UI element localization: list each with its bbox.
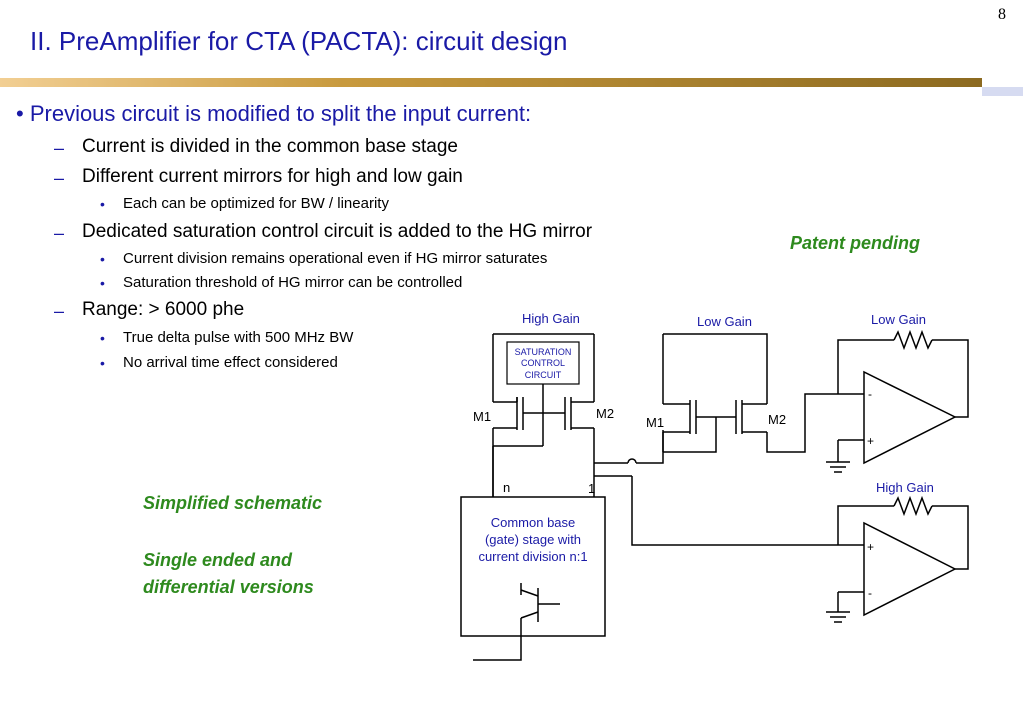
bullet-sub4-item1: True delta pulse with 500 MHz BW xyxy=(123,329,354,346)
dash-icon: – xyxy=(54,138,65,158)
bullet-dot-icon: • xyxy=(100,251,105,267)
bullet-sub1: Current is divided in the common base st… xyxy=(82,136,458,157)
bullet-sub3-item1: Current division remains operational eve… xyxy=(123,250,548,267)
title-underline-bar xyxy=(0,78,982,87)
cb-label-line1: Common base xyxy=(491,515,576,530)
hg-minus-label: - xyxy=(868,586,872,600)
lg-minus-label: - xyxy=(868,387,872,401)
bullet-main-text: Previous circuit is modified to split th… xyxy=(29,101,532,126)
low-gain-mid-label: Low Gain xyxy=(697,314,752,329)
saturation-control-box xyxy=(506,341,580,385)
versions-note-line1: Single ended and xyxy=(143,550,293,570)
simplified-note: Simplified schematic xyxy=(143,493,323,513)
m1-right-label: M1 xyxy=(646,415,664,430)
hg-plus-label: + xyxy=(867,540,874,554)
bullet-sub4: Range: > 6000 phe xyxy=(82,299,245,320)
high-gain-right-label: High Gain xyxy=(876,480,934,495)
bullet-sub2: Different current mirrors for high and l… xyxy=(82,166,463,187)
low-gain-right-label: Low Gain xyxy=(871,312,926,327)
bullet-sub4-item2: No arrival time effect considered xyxy=(123,354,338,371)
low-gain-opamp xyxy=(863,370,957,465)
bullet-dot-icon: • xyxy=(100,275,105,291)
bullet-sub3-item2: Saturation threshold of HG mirror can be… xyxy=(123,274,463,291)
lg-mirror xyxy=(662,333,864,453)
m2-left-label: M2 xyxy=(596,406,614,421)
hg-mirror xyxy=(492,333,664,497)
sat-label-line2: CONTROL xyxy=(521,358,565,368)
sat-label-line3: CIRCUIT xyxy=(525,370,562,380)
lg-plus-label: + xyxy=(867,434,874,448)
common-base-block xyxy=(460,496,606,637)
sat-label-line1: SATURATION xyxy=(515,347,572,357)
bullet-main: • Previous circuit is modified to split … xyxy=(16,101,531,127)
node-1-label: 1 xyxy=(588,481,595,496)
m2-right-label: M2 xyxy=(768,412,786,427)
versions-note-line2: differential versions xyxy=(143,577,314,597)
page-number: 8 xyxy=(998,6,1006,23)
dash-icon: – xyxy=(54,168,65,188)
slide-title: II. PreAmplifier for CTA (PACTA): circui… xyxy=(30,26,568,56)
bullet-sub3: Dedicated saturation control circuit is … xyxy=(82,221,593,242)
bullet-sub2-item1: Each can be optimized for BW / linearity xyxy=(123,195,389,212)
high-gain-top-label: High Gain xyxy=(522,311,580,326)
title-underline-accent xyxy=(982,87,1023,96)
cb-label-line3: current division n:1 xyxy=(478,549,587,564)
bullet-dot-icon: • xyxy=(16,101,30,126)
high-gain-opamp xyxy=(863,521,957,617)
m1-left-label: M1 xyxy=(473,409,491,424)
bullet-dot-icon: • xyxy=(100,355,105,371)
bullet-dot-icon: • xyxy=(100,196,105,212)
cb-label-line2: (gate) stage with xyxy=(485,532,581,547)
bullet-dot-icon: • xyxy=(100,330,105,346)
dash-icon: – xyxy=(54,223,65,243)
node-n-label: n xyxy=(503,480,510,495)
patent-note: Patent pending xyxy=(790,233,920,253)
dash-icon: – xyxy=(54,301,65,321)
